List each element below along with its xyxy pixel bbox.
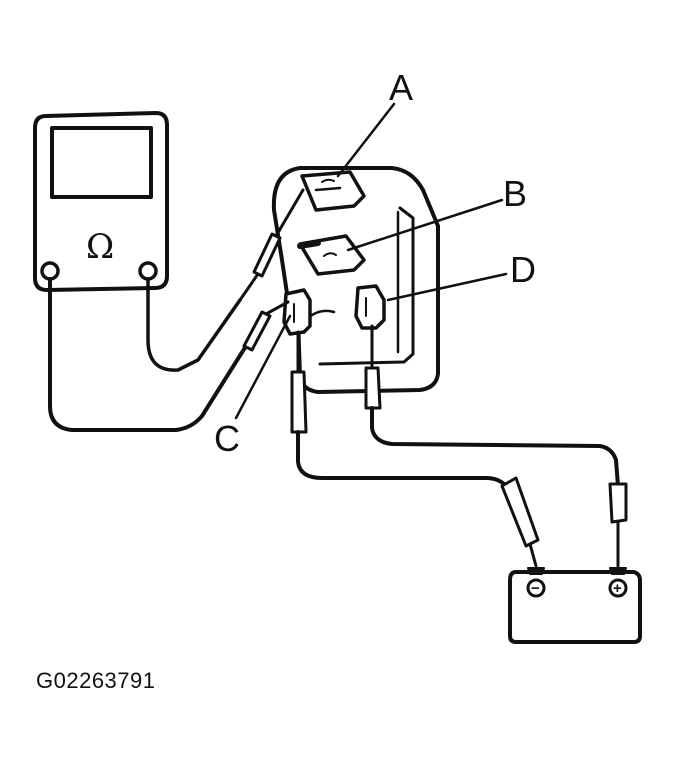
battery-positive-terminal (608, 578, 628, 598)
ohmmeter-display (50, 126, 153, 199)
lead-neg-clip (500, 476, 540, 548)
leader-line-b (346, 198, 504, 252)
meter-lead-to-c (48, 277, 290, 432)
terminal-c (282, 288, 312, 336)
leader-line-c (234, 314, 292, 420)
relay-body (271, 166, 440, 394)
meter-lead-to-a (146, 188, 305, 372)
label-a: A (389, 67, 413, 108)
label-d: D (510, 249, 536, 290)
ohmmeter-terminal-right (138, 261, 158, 281)
leader-line-a (336, 102, 396, 178)
battery-positive-lead (364, 324, 628, 568)
lead-pos-connector (364, 366, 382, 410)
terminal-d (354, 284, 386, 330)
battery-negative-terminal (526, 578, 546, 598)
terminal-b (297, 234, 366, 276)
battery-negative-lead (290, 330, 540, 568)
terminal-a (300, 170, 366, 212)
leader-line-d (386, 272, 508, 302)
label-c: C (214, 418, 240, 459)
figure-code: G02263791 (36, 668, 156, 693)
lead-neg-connector (290, 370, 308, 434)
battery (508, 567, 642, 644)
lead-pos-clip (608, 482, 628, 524)
ohmmeter-terminal-left (40, 261, 60, 281)
battery-negative-symbol: − (531, 580, 540, 597)
ohm-symbol: Ω (86, 227, 114, 267)
lead-c-probe (242, 310, 272, 352)
battery-positive-symbol: + (613, 580, 622, 597)
label-b: B (503, 173, 527, 214)
ohmmeter (33, 111, 169, 292)
lead-a-probe (252, 232, 282, 278)
